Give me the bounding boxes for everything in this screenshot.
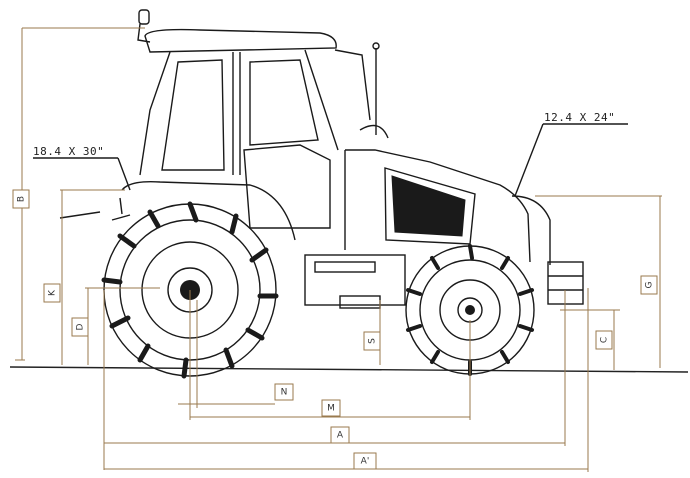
tractor-drawing [59, 9, 584, 379]
dim-label-s: S [363, 331, 381, 351]
dim-label-k: K [43, 283, 61, 303]
rear-tire-size-label: 18.4 X 30" [33, 145, 104, 158]
dim-label-g: G [640, 275, 658, 295]
svg-text:M: M [327, 404, 335, 414]
dim-label-b: B [12, 189, 30, 209]
ground-line [9, 366, 689, 373]
dim-label-a-prime: A' [353, 452, 377, 470]
svg-text:N: N [281, 388, 288, 398]
svg-text:D: D [76, 323, 86, 330]
dim-label-m: M [321, 399, 341, 417]
dim-label-n: N [274, 383, 294, 401]
dim-label-d: D [71, 317, 89, 337]
dim-label-c: C [595, 330, 613, 350]
svg-text:A: A [337, 431, 344, 441]
svg-text:A': A' [361, 457, 370, 467]
svg-text:C: C [600, 337, 610, 343]
svg-text:S: S [368, 338, 378, 344]
dim-label-a: A [330, 426, 350, 444]
front-tire-size-label: 12.4 X 24" [544, 111, 615, 124]
svg-text:G: G [645, 281, 655, 288]
svg-text:K: K [48, 289, 58, 296]
svg-text:B: B [17, 196, 27, 202]
